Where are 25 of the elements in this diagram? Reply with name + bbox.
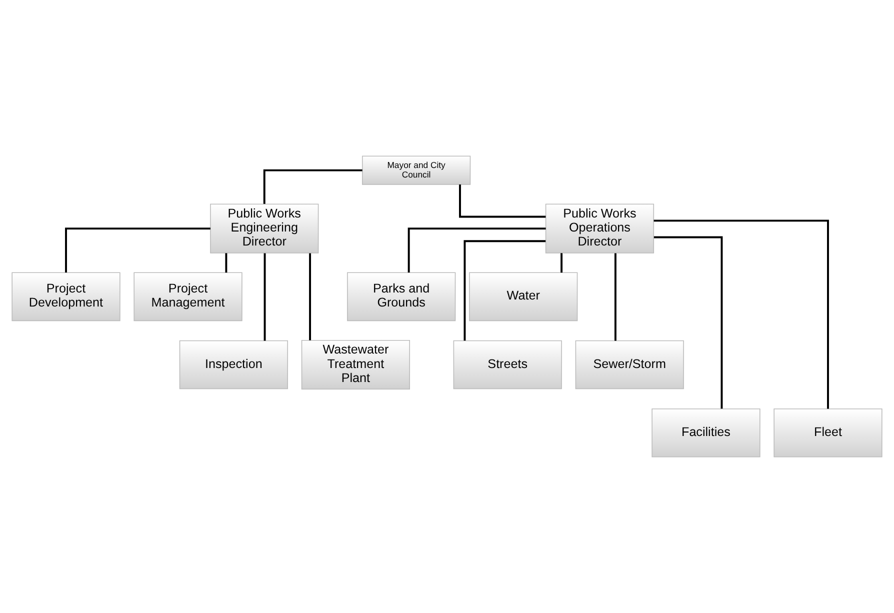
node-box: Inspection bbox=[179, 340, 288, 390]
node-box: Mayor and City Council bbox=[362, 156, 471, 185]
node-box: Project Management bbox=[134, 272, 242, 322]
connector bbox=[614, 253, 616, 341]
node-box: Sewer/Storm bbox=[575, 340, 684, 390]
node-box: Streets bbox=[453, 340, 562, 390]
connector bbox=[560, 253, 563, 273]
connector bbox=[654, 236, 723, 409]
connector bbox=[264, 253, 266, 341]
node-box: Fleet bbox=[774, 408, 882, 458]
node-box: Facilities bbox=[652, 408, 760, 458]
node-box: Public Works Operations Director bbox=[545, 204, 654, 254]
connector bbox=[309, 253, 312, 340]
connector bbox=[65, 228, 210, 272]
node-box: Wastewater Treatment Plant bbox=[301, 340, 410, 390]
connector bbox=[459, 184, 546, 218]
connector bbox=[654, 220, 829, 409]
connector bbox=[408, 228, 546, 272]
node-box: Parks and Grounds bbox=[347, 272, 456, 322]
connector bbox=[464, 240, 546, 341]
node-box: Water bbox=[469, 272, 578, 322]
node-box: Project Development bbox=[12, 272, 120, 322]
connector bbox=[225, 253, 228, 273]
node-box: Public Works Engineering Director bbox=[210, 204, 319, 254]
connector bbox=[263, 169, 362, 204]
